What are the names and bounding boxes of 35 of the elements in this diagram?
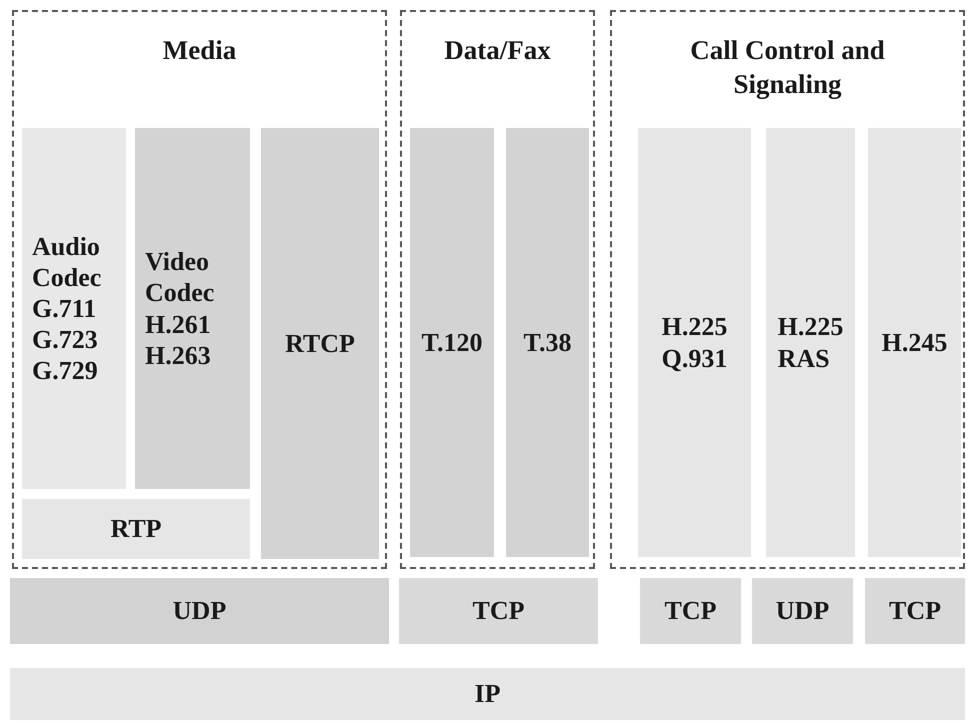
group-title: Media (162, 34, 236, 67)
protocol-label: RTP (110, 513, 162, 545)
protocol-label: RTCP (285, 328, 355, 360)
layer-box (506, 128, 589, 557)
layer-box (135, 128, 250, 489)
protocol-label: H.225 Q.931 (662, 311, 728, 374)
layer-box (868, 128, 961, 557)
protocol-label: T.38 (524, 326, 572, 358)
layer-box (752, 578, 853, 644)
protocol-label: UDP (776, 595, 830, 627)
protocol-label: H.225 RAS (778, 311, 844, 374)
layer-box (10, 578, 389, 644)
group-title: Call Control and Signaling (689, 34, 886, 101)
protocol-label: IP (474, 678, 500, 710)
layer-box (766, 128, 855, 557)
layer-box (640, 578, 741, 644)
protocol-label: TCP (472, 595, 524, 627)
protocol-label: T.120 (422, 326, 482, 358)
group-frame (400, 10, 595, 569)
protocol-label: Video Codec H.261 H.263 (145, 246, 214, 371)
layer-box (10, 668, 965, 720)
layer-box (22, 499, 250, 559)
protocol-label: TCP (889, 595, 941, 627)
protocol-label: H.245 (882, 326, 948, 358)
protocol-label: Audio Codec G.711 G.723 G.729 (32, 230, 102, 386)
layer-box (410, 128, 494, 557)
layer-box (638, 128, 751, 557)
layer-box (399, 578, 598, 644)
group-frame (610, 10, 965, 569)
layer-box (865, 578, 965, 644)
protocol-label: UDP (172, 595, 226, 627)
protocol-label: TCP (664, 595, 716, 627)
group-frame (12, 10, 387, 569)
group-title: Data/Fax (444, 34, 551, 67)
layer-box (261, 128, 379, 559)
